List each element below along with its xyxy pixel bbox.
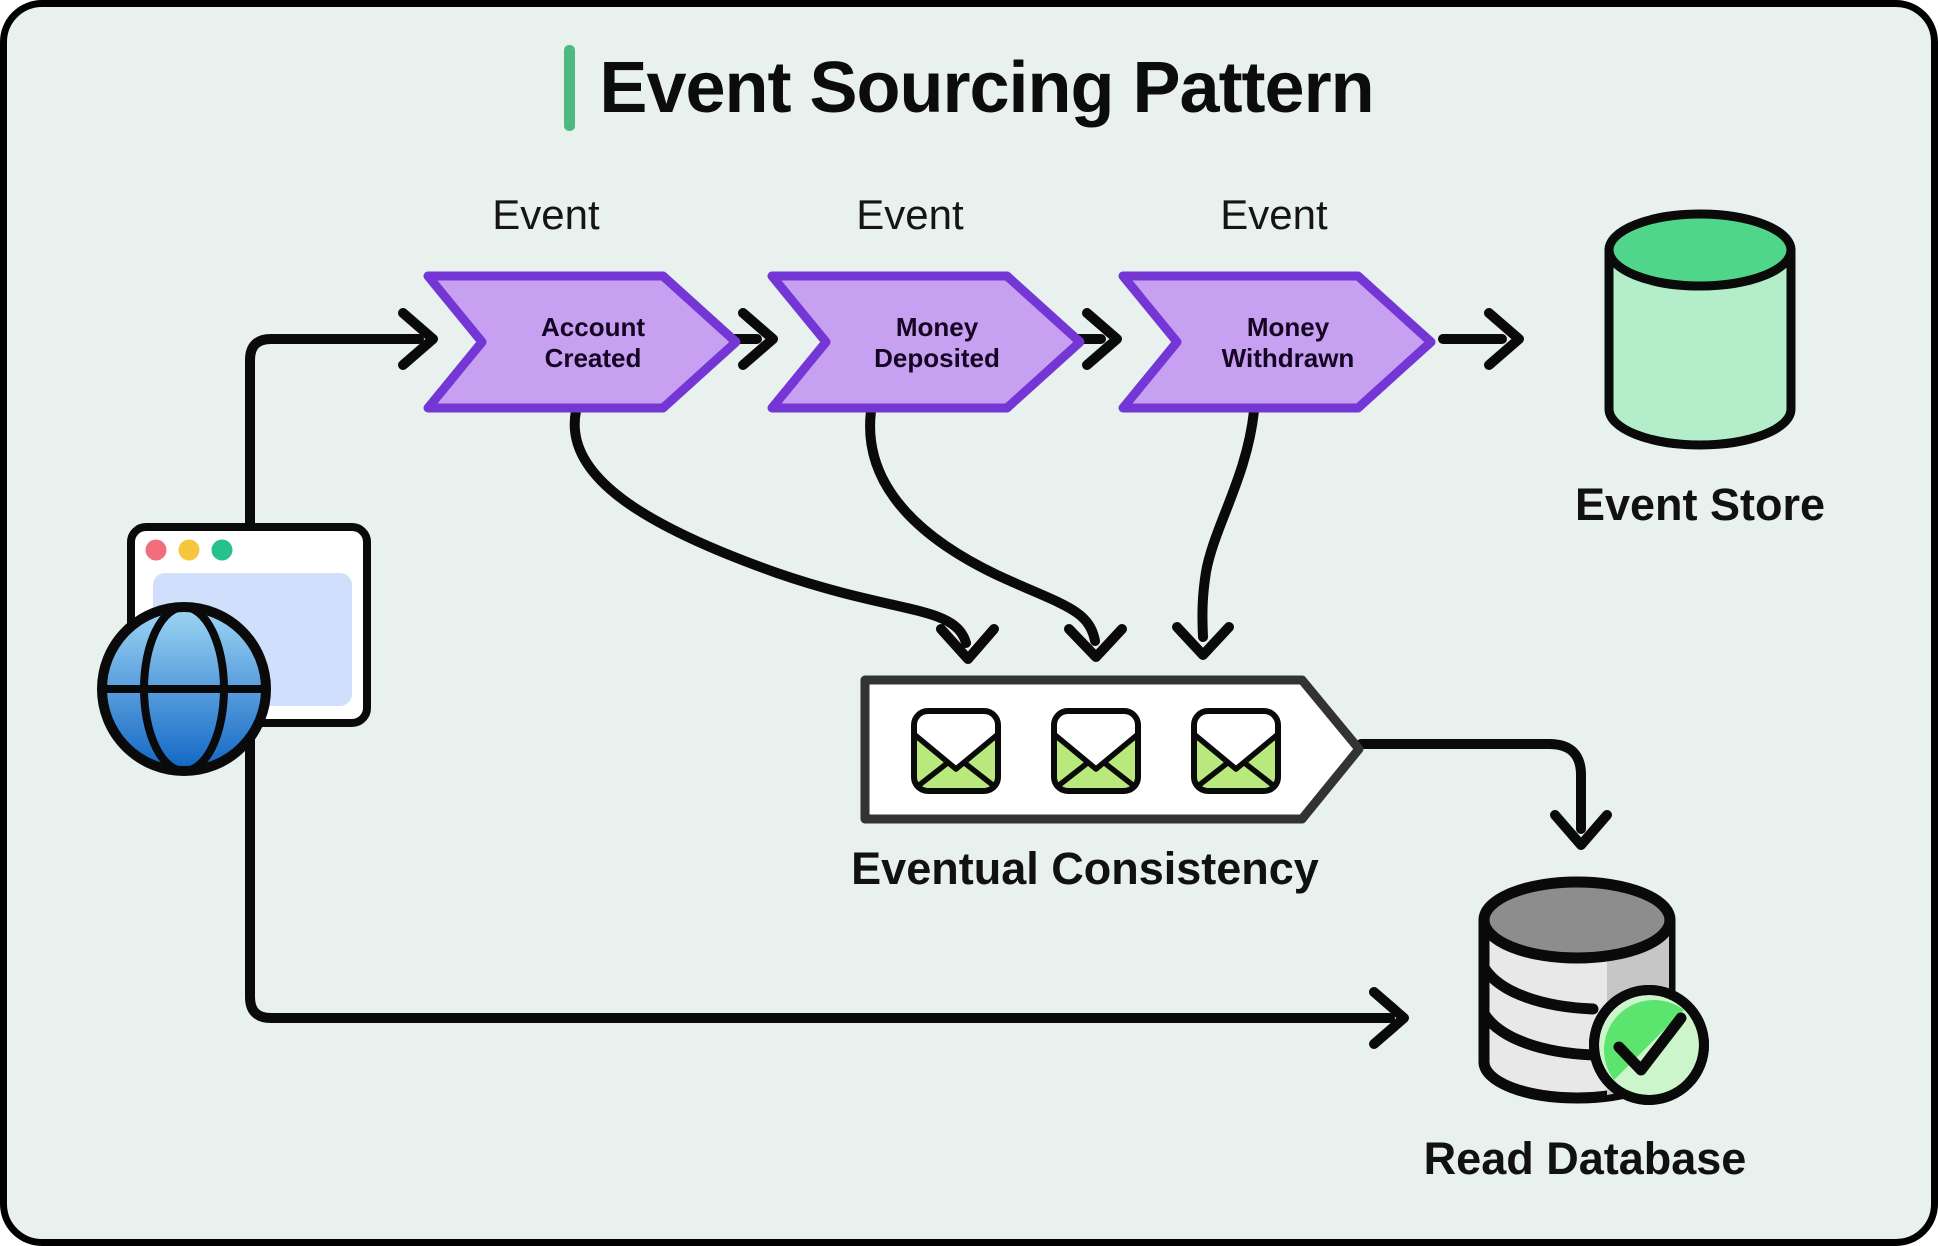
chevron-shape-icon xyxy=(767,271,1085,413)
envelope-icon xyxy=(914,711,998,791)
event-label-2: Event xyxy=(856,191,964,238)
arrow-queue-to-read-database xyxy=(1356,739,1612,850)
curve-event2-to-queue xyxy=(865,406,1127,662)
envelope-icon xyxy=(1194,711,1278,791)
event-name-2: Money Deposited xyxy=(874,311,1000,373)
red-dot-icon xyxy=(145,539,167,561)
read-database-icon xyxy=(1478,876,1709,1105)
chevron-shape-icon xyxy=(423,271,741,413)
page-title: Event Sourcing Pattern xyxy=(599,48,1374,128)
message-queue-shape xyxy=(860,675,1364,824)
green-dot-icon xyxy=(211,539,233,561)
event-store-label: Event Store xyxy=(1574,479,1826,530)
read-database-label: Read Database xyxy=(1423,1133,1747,1184)
event-store-cylinder-icon xyxy=(1604,209,1796,450)
event-name-3: Money Withdrawn xyxy=(1221,311,1355,373)
check-circle-icon xyxy=(1589,985,1709,1105)
title-accent-bar xyxy=(564,45,576,131)
chevron-shape-icon xyxy=(1118,271,1436,413)
event-chevron-2 xyxy=(767,271,1085,413)
arrowhead-into-read-database xyxy=(1369,987,1409,1049)
browser-window-icon xyxy=(97,523,371,776)
yellow-dot-icon xyxy=(178,539,200,561)
envelope-icon xyxy=(1054,711,1138,791)
event-chevron-3 xyxy=(1118,271,1436,413)
event-label-1: Event xyxy=(492,191,600,238)
event-chevron-1 xyxy=(423,271,741,413)
curve-event3-to-queue xyxy=(1172,406,1259,660)
event-label-3: Event xyxy=(1220,191,1328,238)
globe-icon xyxy=(97,602,271,776)
curve-event1-to-queue xyxy=(569,406,999,664)
title-row: Event Sourcing Pattern xyxy=(7,45,1931,131)
eventual-consistency-label: Eventual Consistency xyxy=(851,843,1319,894)
arrow-event3-to-event-store xyxy=(1438,308,1524,370)
event-name-1: Account Created xyxy=(541,311,645,373)
